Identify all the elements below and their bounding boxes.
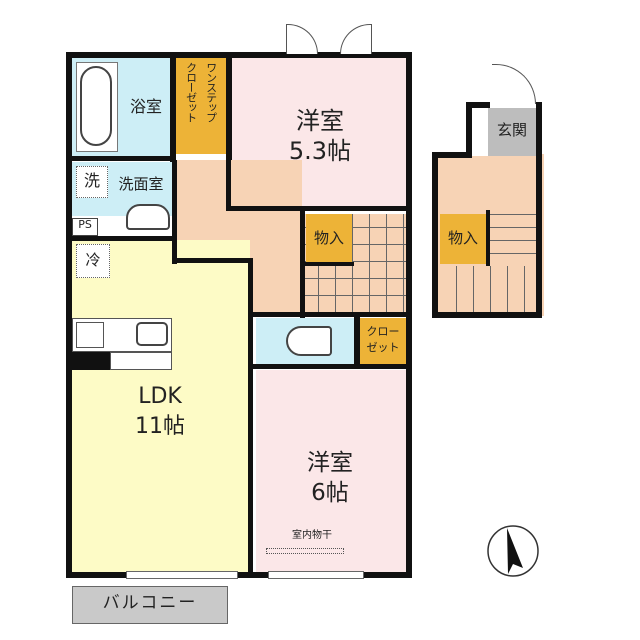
one-step-closet-label-col1: クローゼット — [184, 62, 198, 122]
bathroom-label: 浴室 — [129, 97, 162, 116]
wall-room1-bottom — [226, 206, 412, 211]
western-room-2 — [256, 370, 408, 574]
western-room-2-size: 6帖 — [311, 480, 349, 506]
window-top-left[interactable] — [286, 24, 318, 54]
washroom-label: 洗面室 — [118, 175, 164, 193]
entrance-label: 玄関 — [496, 121, 527, 139]
wall-toilet-right — [354, 312, 360, 368]
western-room-2-name: 洋室 — [307, 450, 353, 476]
closet-small-line1: クロー — [366, 325, 400, 338]
balcony-door-ldk[interactable] — [126, 571, 238, 579]
entrance-door[interactable] — [492, 64, 536, 104]
storage-2 — [440, 214, 486, 264]
entrance-area — [488, 108, 536, 156]
entr-wall-step — [466, 102, 472, 158]
entr-wall-top-left — [432, 152, 472, 158]
staircase-entrance-upper — [490, 214, 536, 266]
storage-2-label: 物入 — [447, 229, 478, 247]
wall-room1-left — [226, 160, 231, 210]
closet-small-line2: ゼット — [366, 341, 400, 354]
entr-wall-right — [536, 102, 542, 318]
ldk-name: LDK — [138, 384, 182, 409]
ps-box — [72, 218, 98, 236]
washer-mark: 洗 — [83, 171, 100, 190]
wall-bath-bottom — [66, 156, 176, 161]
wall-ldk-top — [172, 258, 252, 263]
staircase-entrance — [440, 266, 536, 312]
kitchen-sink-icon — [136, 322, 168, 346]
window-top-right[interactable] — [340, 24, 372, 54]
fridge-mark: 冷 — [85, 251, 101, 269]
balcony-door-room2[interactable] — [268, 571, 364, 579]
wall-closet-right — [226, 52, 232, 160]
ldk-upper — [176, 262, 250, 318]
north-arrow-icon — [486, 524, 540, 578]
entr-wall-top — [466, 102, 490, 108]
wall-top — [66, 52, 412, 58]
pipe-space-label: PS — [78, 218, 92, 231]
wall-hall-left — [172, 160, 177, 264]
toilet-icon — [286, 326, 332, 356]
balcony — [72, 586, 228, 624]
washing-machine-icon — [76, 166, 108, 198]
indoor-drying-label: 室内物干 — [292, 530, 332, 541]
closet-small — [360, 318, 406, 364]
wall-bottom — [66, 572, 412, 578]
hallway-2 — [250, 210, 304, 314]
one-step-closet — [176, 58, 226, 154]
wall-ldk-right — [248, 258, 253, 574]
wall-toilet-bottom — [250, 364, 412, 369]
wall-storage-bottom — [300, 262, 354, 266]
entr-storage-right — [486, 210, 490, 266]
wall-wash-bottom — [66, 236, 176, 241]
wall-bath-right — [170, 52, 176, 162]
bathtub-inner — [80, 66, 112, 146]
wall-left — [66, 52, 72, 578]
western-room-1-name: 洋室 — [296, 107, 344, 135]
balcony-label: バルコニー — [102, 593, 198, 613]
ldk-size: 11帖 — [135, 414, 185, 439]
storage-1-label-top: 物入 — [313, 229, 344, 247]
counter-lower — [110, 352, 172, 370]
wall-kitchen-stub — [66, 352, 110, 370]
wall-stairs-bottom — [250, 312, 412, 317]
stove-icon — [76, 322, 104, 348]
one-step-closet-label-col2: ワンステップ — [204, 62, 218, 122]
entr-wall-bottom — [432, 312, 542, 318]
storage-1-cover — [306, 214, 352, 264]
indoor-drying-rail — [266, 548, 344, 554]
entr-wall-left — [432, 154, 438, 318]
entrance-step — [470, 108, 488, 156]
sink-icon — [126, 204, 170, 230]
fridge-space-icon — [76, 244, 110, 278]
